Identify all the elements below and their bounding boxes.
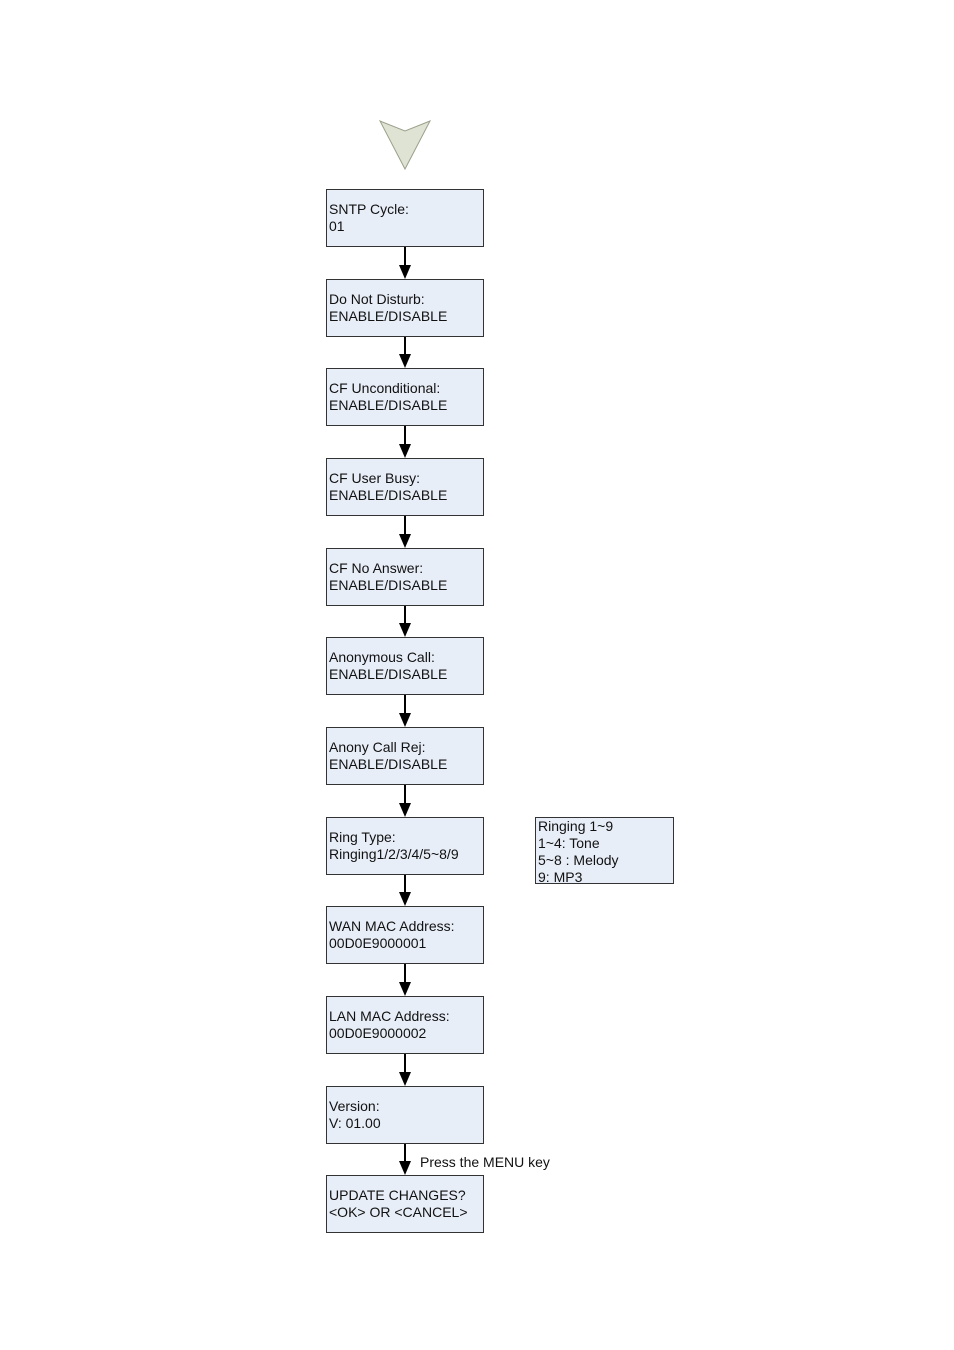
step-label: Version: [329, 1098, 380, 1114]
arrow-down-icon [399, 1161, 411, 1175]
note-line: 1~4: Tone [538, 835, 600, 851]
step-value: ENABLE/DISABLE [329, 666, 448, 682]
step-cf-no-answer: CF No Answer: ENABLE/DISABLE [326, 548, 484, 606]
menu-key-edge-label: Press the MENU key [420, 1154, 550, 1170]
step-label: Anonymous Call: [329, 649, 435, 665]
step-label: Anony Call Rej: [329, 739, 426, 755]
step-anony-call-rej: Anony Call Rej: ENABLE/DISABLE [326, 727, 484, 785]
step-sntp-cycle: SNTP Cycle: 01 [326, 189, 484, 247]
step-lan-mac-address: LAN MAC Address: 00D0E9000002 [326, 996, 484, 1054]
step-value: ENABLE/DISABLE [329, 577, 448, 593]
step-label: LAN MAC Address: [329, 1008, 450, 1024]
step-label: SNTP Cycle: [329, 201, 409, 217]
step-cf-user-busy: CF User Busy: ENABLE/DISABLE [326, 458, 484, 516]
arrow-down-icon [399, 982, 411, 996]
note-line: Ringing 1~9 [538, 818, 614, 834]
step-value: <OK> OR <CANCEL> [329, 1204, 468, 1220]
ring-type-note: Ringing 1~9 1~4: Tone 5~8 : Melody 9: MP… [535, 817, 674, 885]
step-value: Ringing1/2/3/4/5~8/9 [329, 846, 459, 862]
step-label: Do Not Disturb: [329, 291, 425, 307]
step-label: CF No Answer: [329, 560, 424, 576]
step-wan-mac-address: WAN MAC Address: 00D0E9000001 [326, 906, 484, 964]
note-line: 9: MP3 [538, 869, 583, 885]
step-label: WAN MAC Address: [329, 918, 455, 934]
arrow-down-icon [399, 892, 411, 906]
step-value: ENABLE/DISABLE [329, 487, 448, 503]
step-do-not-disturb: Do Not Disturb: ENABLE/DISABLE [326, 279, 484, 337]
step-value: 00D0E9000001 [329, 935, 427, 951]
arrow-down-icon [399, 803, 411, 817]
arrow-down-icon [399, 265, 411, 279]
step-value: ENABLE/DISABLE [329, 756, 448, 772]
arrow-down-icon [399, 623, 411, 637]
arrow-down-icon [399, 1072, 411, 1086]
step-anonymous-call: Anonymous Call: ENABLE/DISABLE [326, 637, 484, 695]
chevron-down-icon [378, 120, 432, 171]
arrow-down-icon [399, 534, 411, 548]
step-value: ENABLE/DISABLE [329, 308, 448, 324]
step-version: Version: V: 01.00 [326, 1086, 484, 1144]
step-ring-type: Ring Type: Ringing1/2/3/4/5~8/9 [326, 817, 484, 875]
arrow-down-icon [399, 713, 411, 727]
arrow-down-icon [399, 354, 411, 368]
step-label: UPDATE CHANGES? [329, 1187, 466, 1203]
step-value: 01 [329, 218, 345, 234]
step-label: Ring Type: [329, 829, 396, 845]
step-label: CF User Busy: [329, 470, 421, 486]
connectors [399, 247, 411, 1175]
step-value: V: 01.00 [329, 1115, 381, 1131]
arrow-down-icon [399, 444, 411, 458]
step-value: ENABLE/DISABLE [329, 397, 448, 413]
note-line: 5~8 : Melody [538, 852, 619, 868]
step-label: CF Unconditional: [329, 380, 441, 396]
step-update-changes: UPDATE CHANGES? <OK> OR <CANCEL> [326, 1175, 484, 1233]
step-cf-unconditional: CF Unconditional: ENABLE/DISABLE [326, 368, 484, 426]
step-value: 00D0E9000002 [329, 1025, 427, 1041]
